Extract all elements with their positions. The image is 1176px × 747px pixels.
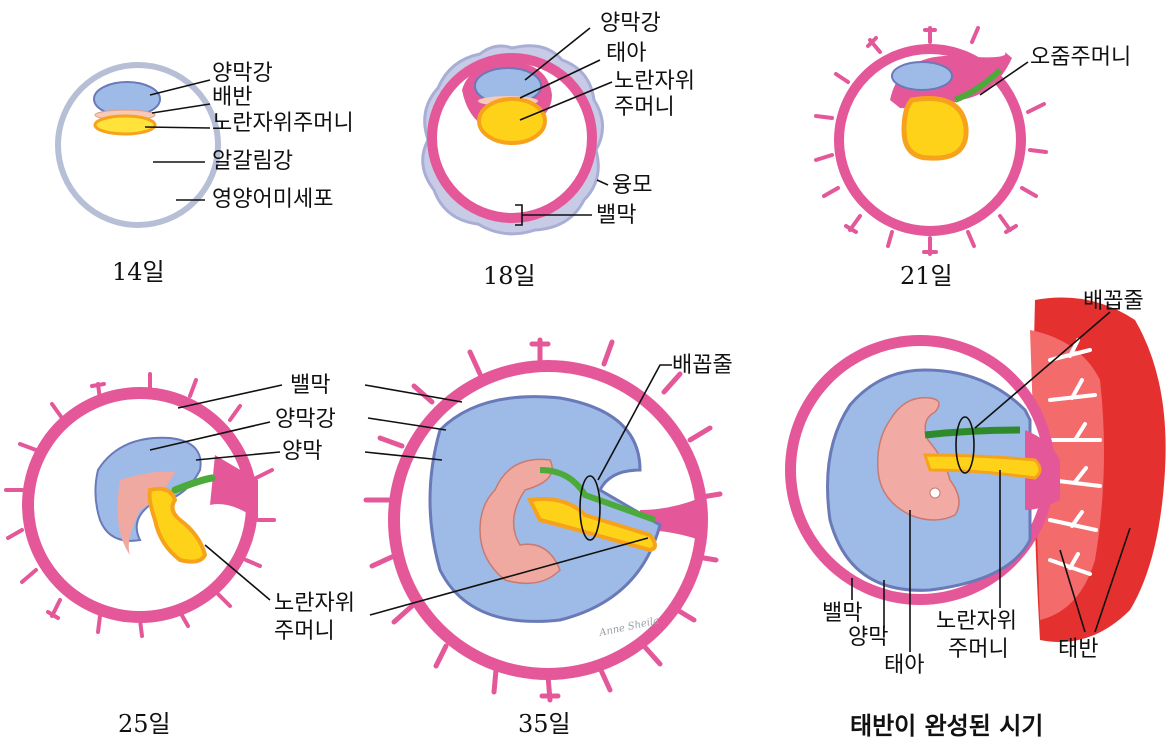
label-yolk-sac-full-line1: 노란자위 [936,609,1017,634]
allantois-shape-21 [953,67,1003,103]
allantois-shape-35 [539,467,657,523]
label-umbilical-cord-35: 배꼽줄 [672,353,733,378]
label-yolk-sac-18-line2: 주머니 [614,95,675,120]
label-umbilical-cord-full: 배꼽줄 [1083,289,1144,314]
label-embryo-18: 태아 [606,41,646,66]
label-amnion-cavity-18: 양막강 [600,11,661,36]
label-yolk-sac-18-line1: 노란자위 [614,69,695,94]
amnion-cavity-shape-21 [891,61,953,91]
villi-25 [4,372,276,638]
label-yolk-sac-full-line2: 주머니 [948,637,1009,662]
yolk-sac-shape-21 [901,96,969,161]
placenta-villi [1048,338,1102,576]
label-chorion-full: 밸막 [822,601,862,626]
caption-14: 14일 [112,258,165,286]
yolk-sac-shape-35 [526,497,657,553]
label-allantois-21: 오줌주머니 [1030,45,1131,70]
label-trophoblast: 영양어미세포 [212,187,333,212]
allantois-shape-25 [171,474,216,494]
panel-21-days: 오줌주머니 21일 [814,26,1131,290]
panel-18-days: 양막강 태아 노란자위 주머니 융모 밸막 18일 [421,11,695,290]
label-yolk-sac: 노란자위주머니 [212,111,354,136]
label-chorion-25: 밸막 [290,373,330,398]
villi-35 [363,337,723,703]
label-placenta-full: 태반 [1058,637,1098,662]
label-chorion-18: 밸막 [596,203,636,228]
yolk-sac-shape-25 [147,486,208,564]
label-amnion-cavity-25: 양막강 [275,407,336,432]
label-amnion-cavity: 양막강 [212,61,273,86]
caption-21: 21일 [900,262,953,290]
label-blastocoel: 알갈림강 [212,149,293,174]
label-yolk-sac-25-line2: 주머니 [274,619,335,644]
caption-18: 18일 [483,262,536,290]
panel-25-days: 밸막 양막강 양막 노란자위 주머니 25일 [4,372,355,738]
label-yolk-sac-25-line1: 노란자위 [274,591,355,616]
caption-25: 25일 [118,710,171,738]
allantois-shape-full [924,426,1021,439]
panel-35-days: 배꼽줄 Anne Sheila 35일 [363,337,733,738]
panel-placenta-complete: 배꼽줄 밸막 양막 태아 노란자위 주머니 태반 태반이 완성된 시기 [785,289,1166,740]
villi-21 [814,26,1048,256]
yolk-sac-shape [93,114,157,136]
label-amnion-full: 양막 [848,625,888,650]
label-germ-disc: 배반 [212,85,252,110]
panel-14-days: 양막강 배반 노란자위주머니 알갈림강 영양어미세포 14일 [55,61,354,286]
yolk-sac-shape-18 [477,97,547,145]
caption-35: 35일 [518,710,571,738]
embryo-shape-35 [479,458,561,585]
label-embryo-full: 태아 [884,653,924,678]
caption-placenta-complete: 태반이 완성된 시기 [850,712,1043,740]
label-villi-18: 융모 [612,173,652,198]
label-amnion-25: 양막 [282,439,322,464]
